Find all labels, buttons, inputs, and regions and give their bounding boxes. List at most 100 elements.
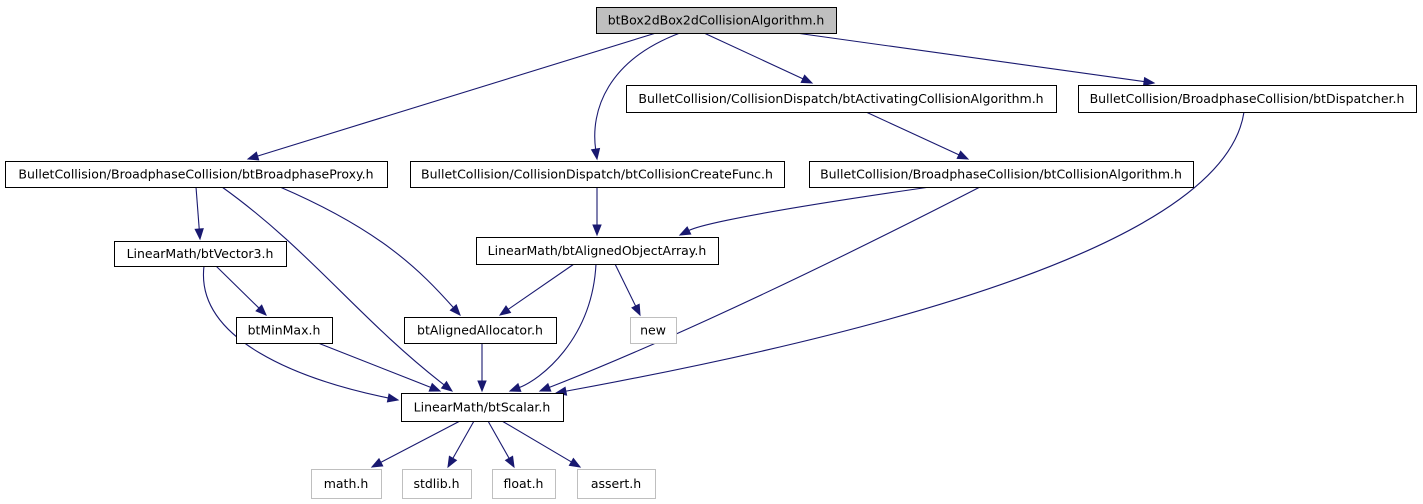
arrowhead [477, 380, 487, 393]
node-box [410, 161, 785, 188]
nodes-layer: btBox2dBox2dCollisionAlgorithm.hBulletCo… [5, 7, 1417, 499]
edge-minmax-to-scalar [317, 342, 442, 392]
edge-vector3-to-scalar [203, 265, 400, 403]
edge-line [451, 420, 475, 460]
arrowhead [538, 382, 552, 392]
node-label: math.h [324, 476, 369, 491]
node-box [401, 393, 564, 422]
arrowhead [678, 226, 692, 236]
edge-vector3-to-minmax [215, 265, 267, 316]
node-label: btBox2dBox2dCollisionAlgorithm.h [608, 13, 825, 28]
edge-scalar-to-assert [501, 420, 582, 468]
arrowhead [592, 224, 602, 237]
node-box [236, 317, 333, 344]
node-box [596, 7, 837, 34]
arrowhead [590, 147, 601, 161]
node-label: stdlib.h [413, 476, 459, 491]
node-activating[interactable]: BulletCollision/CollisionDispatch/btActi… [626, 85, 1057, 113]
edge-scalar-to-math [370, 420, 461, 468]
edge-line [614, 263, 637, 308]
node-alignedallocator[interactable]: btAlignedAllocator.h [404, 317, 557, 344]
edge-line [195, 186, 200, 231]
edge-line [687, 186, 931, 232]
edge-scalar-to-stdlib [447, 420, 475, 469]
node-box [476, 237, 719, 265]
arrowhead [370, 457, 384, 468]
edge-line [564, 111, 1245, 392]
node-collisionalgorithm[interactable]: BulletCollision/BroadphaseCollision/btCo… [809, 161, 1194, 188]
edge-line [594, 32, 681, 151]
node-label: new [640, 323, 666, 338]
edge-activating-to-collisionalgorithm [865, 111, 970, 160]
node-label: LinearMath/btScalar.h [414, 400, 551, 415]
node-label: assert.h [591, 476, 641, 491]
node-box [630, 317, 677, 344]
edge-createfunc-to-alignedobjectarray [592, 187, 602, 237]
arrowhead [800, 74, 814, 84]
node-broadphaseproxy[interactable]: BulletCollision/BroadphaseCollision/btBr… [5, 161, 388, 188]
node-createfunc[interactable]: BulletCollision/CollisionDispatch/btColl… [410, 161, 785, 188]
arrowhead [386, 393, 400, 403]
node-label: BulletCollision/BroadphaseCollision/btDi… [1090, 91, 1405, 106]
node-box [809, 161, 1194, 188]
edge-line [865, 111, 961, 156]
edge-line [317, 342, 432, 389]
edge-alignedobjectarray-to-scalar [508, 263, 597, 392]
edge-broadphaseproxy-to-vector3 [194, 186, 204, 241]
arrowhead [568, 457, 582, 468]
arrowhead [956, 150, 970, 160]
edges-layer [194, 32, 1245, 469]
node-box [577, 469, 656, 499]
edge-line [501, 420, 573, 463]
arrowhead [440, 380, 454, 392]
node-root[interactable]: btBox2dBox2dCollisionAlgorithm.h [596, 7, 837, 34]
arrowhead [447, 455, 458, 469]
arrowhead [246, 151, 260, 161]
node-label: LinearMath/btAlignedObjectArray.h [488, 243, 707, 258]
node-box [626, 85, 1057, 113]
node-label: btAlignedAllocator.h [417, 323, 543, 338]
edge-line [518, 263, 597, 389]
node-box [311, 469, 382, 499]
edge-line [221, 186, 446, 386]
edge-line [507, 263, 575, 311]
edge-line [279, 186, 455, 309]
edge-broadphaseproxy-to-scalar [221, 186, 454, 392]
node-label: BulletCollision/CollisionDispatch/btActi… [638, 91, 1043, 106]
arrowhead [631, 303, 641, 317]
edge-line [379, 420, 461, 464]
node-minmax[interactable]: btMinMax.h [236, 317, 333, 344]
edge-root-to-activating [703, 32, 814, 84]
node-new: new [630, 317, 677, 344]
node-float: float.h [492, 469, 556, 499]
node-dispatcher[interactable]: BulletCollision/BroadphaseCollision/btDi… [1078, 85, 1417, 113]
node-assert: assert.h [577, 469, 656, 499]
arrowhead [504, 455, 515, 469]
node-alignedobjectarray[interactable]: LinearMath/btAlignedObjectArray.h [476, 237, 719, 265]
node-box [114, 241, 287, 267]
edge-line [795, 32, 1146, 83]
node-box [492, 469, 556, 499]
edge-alignedobjectarray-to-alignedallocator [498, 263, 575, 316]
arrowhead [428, 382, 442, 392]
edge-collisionalgorithm-to-alignedobjectarray [678, 186, 931, 236]
node-label: BulletCollision/BroadphaseCollision/btCo… [820, 167, 1182, 182]
edge-line [703, 32, 805, 80]
edge-line [548, 186, 981, 389]
node-box [5, 161, 388, 188]
node-label: BulletCollision/CollisionDispatch/btColl… [421, 167, 773, 182]
edge-scalar-to-float [487, 420, 515, 469]
node-label: LinearMath/btVector3.h [127, 246, 274, 261]
node-stdlib: stdlib.h [402, 469, 472, 499]
arrowhead [449, 304, 461, 317]
edge-root-to-createfunc [590, 32, 681, 161]
node-math: math.h [311, 469, 382, 499]
edge-alignedallocator-to-scalar [477, 343, 487, 393]
edge-broadphaseproxy-to-alignedallocator [279, 186, 461, 317]
arrowhead [1142, 76, 1156, 87]
node-vector3[interactable]: LinearMath/btVector3.h [114, 241, 287, 267]
edge-alignedobjectarray-to-new [614, 263, 641, 317]
node-box [402, 469, 472, 499]
arrowhead [498, 305, 512, 316]
node-scalar[interactable]: LinearMath/btScalar.h [401, 393, 564, 422]
